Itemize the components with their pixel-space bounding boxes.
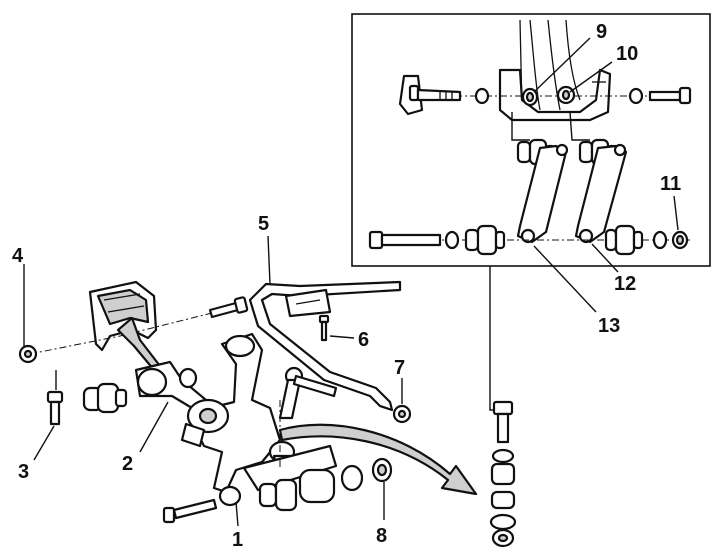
callout-5: 5 bbox=[258, 213, 269, 235]
inset-frame bbox=[351, 13, 711, 267]
bolt-6-icon bbox=[318, 314, 330, 342]
nut-11-icon bbox=[671, 230, 689, 250]
steering-knuckle-icon bbox=[180, 332, 282, 507]
lower-arm-icon bbox=[242, 444, 338, 492]
nut-9-icon bbox=[521, 87, 539, 107]
right-bolt-icon bbox=[648, 86, 692, 105]
link-plate-12-icon bbox=[574, 143, 628, 244]
nut-7-icon bbox=[392, 404, 412, 424]
inset-detail: 9 10 11 12 13 bbox=[351, 13, 711, 337]
arm-bushing-icon bbox=[82, 382, 128, 414]
callout-9: 9 bbox=[596, 21, 607, 43]
lower-bushing-left-icon bbox=[464, 224, 506, 256]
upper-bolt-icon bbox=[398, 74, 462, 116]
upper-washer-icon bbox=[474, 87, 490, 105]
stabilizer-link-icon bbox=[278, 366, 338, 420]
lower-washer-right-icon bbox=[652, 230, 668, 250]
bolt-1-icon bbox=[162, 498, 218, 524]
direction-arrow-icon bbox=[278, 423, 478, 496]
callout-1: 1 bbox=[232, 529, 243, 550]
bolt-3-icon bbox=[46, 390, 64, 426]
right-washer-icon bbox=[628, 87, 644, 105]
lower-long-bolt-icon bbox=[368, 230, 442, 250]
lower-bushing-right-icon bbox=[604, 224, 644, 256]
lower-bushing-icon bbox=[258, 464, 364, 512]
bolt-stack-icon bbox=[489, 400, 517, 548]
nut-10-icon bbox=[556, 85, 576, 105]
callout-8: 8 bbox=[376, 525, 387, 547]
callout-13: 13 bbox=[598, 315, 620, 337]
callout-6: 6 bbox=[358, 329, 369, 351]
stabilizer-bar-icon bbox=[248, 280, 402, 412]
nut-4-icon bbox=[18, 344, 38, 364]
body-panel-icon bbox=[498, 19, 612, 122]
callout-3: 3 bbox=[18, 461, 29, 483]
callout-7: 7 bbox=[394, 357, 405, 379]
callout-11: 11 bbox=[660, 173, 681, 195]
callout-10: 10 bbox=[616, 43, 638, 65]
lower-washer-left-icon bbox=[444, 230, 460, 250]
callout-4: 4 bbox=[12, 245, 24, 267]
callout-2: 2 bbox=[122, 453, 133, 475]
link-plate-13-icon bbox=[516, 143, 569, 244]
bracket-bolt-icon bbox=[208, 296, 249, 319]
mounting-bracket-icon bbox=[88, 280, 158, 352]
callout-12: 12 bbox=[614, 273, 636, 295]
nut-8-icon bbox=[371, 457, 393, 483]
